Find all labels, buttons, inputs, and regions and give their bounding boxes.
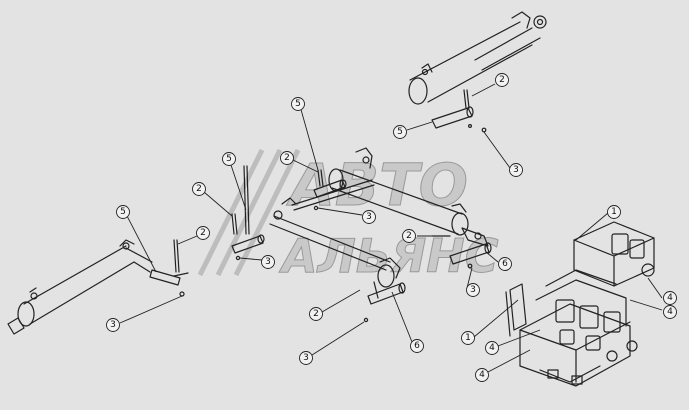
- svg-text:6: 6: [414, 341, 420, 351]
- svg-text:5: 5: [120, 207, 126, 217]
- svg-text:3: 3: [470, 285, 476, 295]
- callout-6: 6: [410, 339, 424, 353]
- svg-text:6: 6: [502, 259, 508, 269]
- svg-text:5: 5: [397, 127, 403, 137]
- callout-6: 6: [498, 257, 512, 271]
- callout-4: 4: [475, 368, 489, 382]
- callout-2: 2: [196, 226, 210, 240]
- cylinder-middle: [328, 147, 489, 247]
- leader-lines: [119, 83, 663, 373]
- svg-text:4: 4: [489, 343, 495, 353]
- svg-text:3: 3: [265, 257, 271, 267]
- svg-text:4: 4: [479, 370, 485, 380]
- svg-text:3: 3: [366, 212, 372, 222]
- callout-4: 4: [663, 305, 677, 319]
- callout-2: 2: [192, 182, 206, 196]
- callout-3: 3: [106, 318, 120, 332]
- callout-3: 3: [466, 283, 480, 297]
- callout-5: 5: [116, 205, 130, 219]
- callout-1: 1: [607, 205, 621, 219]
- callout-3: 3: [261, 255, 275, 269]
- cylinder-top-right: [408, 11, 547, 105]
- callout-3: 3: [509, 163, 523, 177]
- svg-text:4: 4: [667, 293, 673, 303]
- callout-3: 3: [362, 210, 376, 224]
- svg-text:2: 2: [196, 184, 202, 194]
- callout-5: 5: [291, 97, 305, 111]
- svg-text:3: 3: [303, 353, 309, 363]
- svg-text:3: 3: [513, 165, 519, 175]
- svg-text:4: 4: [667, 307, 673, 317]
- cylinder-bottom-left: [7, 239, 153, 335]
- svg-text:2: 2: [200, 228, 206, 238]
- svg-text:1: 1: [465, 333, 471, 343]
- svg-text:2: 2: [406, 231, 412, 241]
- callout-2: 2: [495, 73, 509, 87]
- callout-1: 1: [461, 331, 475, 345]
- svg-text:5: 5: [295, 99, 301, 109]
- callout-3: 3: [299, 351, 313, 365]
- svg-text:3: 3: [110, 320, 116, 330]
- pins-middle: [313, 169, 492, 323]
- valve-block: [505, 221, 655, 387]
- callout-5: 5: [222, 152, 236, 166]
- pins-left: [149, 165, 265, 297]
- svg-text:5: 5: [226, 154, 232, 164]
- watermark-line2: АЛЬЯНС: [279, 229, 499, 283]
- pin-top: [431, 89, 487, 133]
- callout-2: 2: [280, 151, 294, 165]
- callout-5: 5: [393, 125, 407, 139]
- svg-text:1: 1: [611, 207, 617, 217]
- svg-text:2: 2: [284, 153, 290, 163]
- watermark-line1: АВТО: [286, 151, 468, 219]
- callout-2: 2: [402, 229, 416, 243]
- watermark: АВТО АЛЬЯНС: [197, 148, 499, 284]
- callout-2: 2: [309, 307, 323, 321]
- rod-middle-pair: [269, 179, 401, 288]
- callout-4: 4: [485, 341, 499, 355]
- svg-text:2: 2: [313, 309, 319, 319]
- svg-text:2: 2: [499, 75, 505, 85]
- callout-4: 4: [663, 291, 677, 305]
